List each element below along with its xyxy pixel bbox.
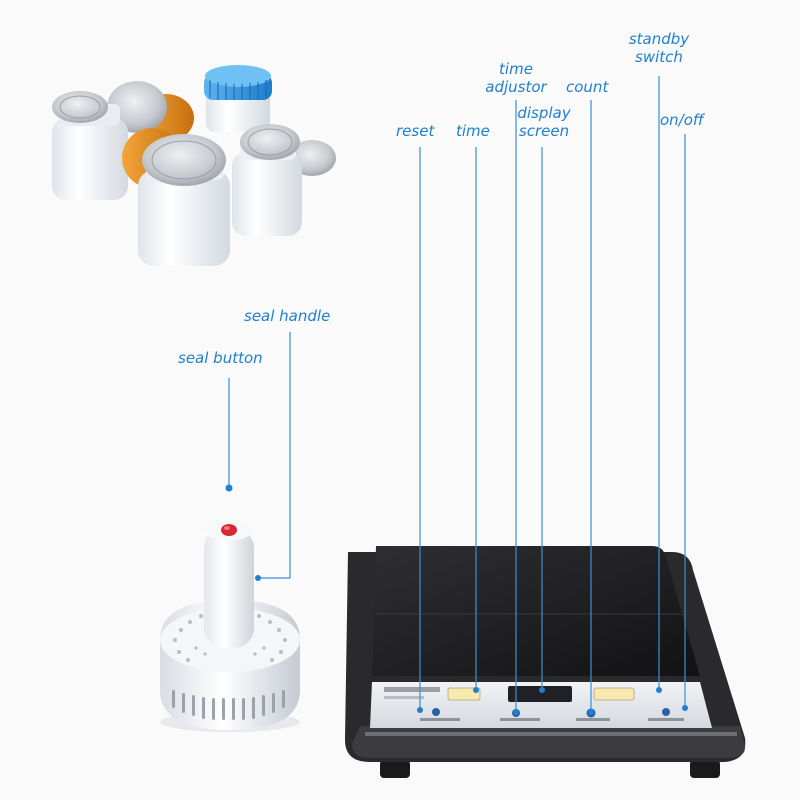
- sealer-machine: [345, 546, 746, 778]
- vent-slots: [172, 690, 285, 720]
- reset-key: [432, 708, 440, 716]
- label-standby-switch: standby switch: [620, 30, 698, 66]
- bottle-left: [52, 91, 128, 200]
- label-seal-button: seal button: [178, 349, 263, 367]
- label-reset: reset: [396, 122, 435, 140]
- time-key: [447, 687, 481, 701]
- seal-handle: [204, 528, 254, 648]
- count-key: [593, 687, 635, 701]
- foil-liner: [107, 81, 167, 133]
- leader-dots: [225, 484, 688, 715]
- leader-lines: [228, 76, 686, 712]
- label-standby-switch-line2: switch: [635, 48, 683, 66]
- label-on-off: on/off: [660, 111, 704, 129]
- bottle-right: [232, 124, 302, 236]
- label-seal-handle: seal handle: [244, 307, 331, 325]
- label-count: count: [566, 78, 609, 96]
- display-window: [508, 686, 572, 702]
- leader-seal-handle: [258, 332, 291, 579]
- heating-plate: [372, 546, 700, 676]
- label-time-adjustor: time adjustor: [478, 60, 554, 96]
- label-time-adjustor-line1: time: [499, 60, 533, 78]
- label-display-screen-line2: screen: [518, 122, 570, 140]
- label-standby-switch-line1: standby: [628, 30, 690, 48]
- bottle-center: [138, 134, 230, 266]
- label-time-adjustor-line2: adjustor: [485, 78, 547, 96]
- seal-head-device: [160, 520, 300, 732]
- seal-button-red: [221, 524, 237, 536]
- blue-cap-jar: [204, 65, 272, 132]
- label-time: time: [456, 122, 490, 140]
- label-display-screen-line1: display: [517, 104, 571, 122]
- vent-holes: [173, 614, 287, 662]
- label-display-screen: display screen: [512, 104, 576, 140]
- power-key: [662, 708, 670, 716]
- bottles-photo: [52, 65, 336, 266]
